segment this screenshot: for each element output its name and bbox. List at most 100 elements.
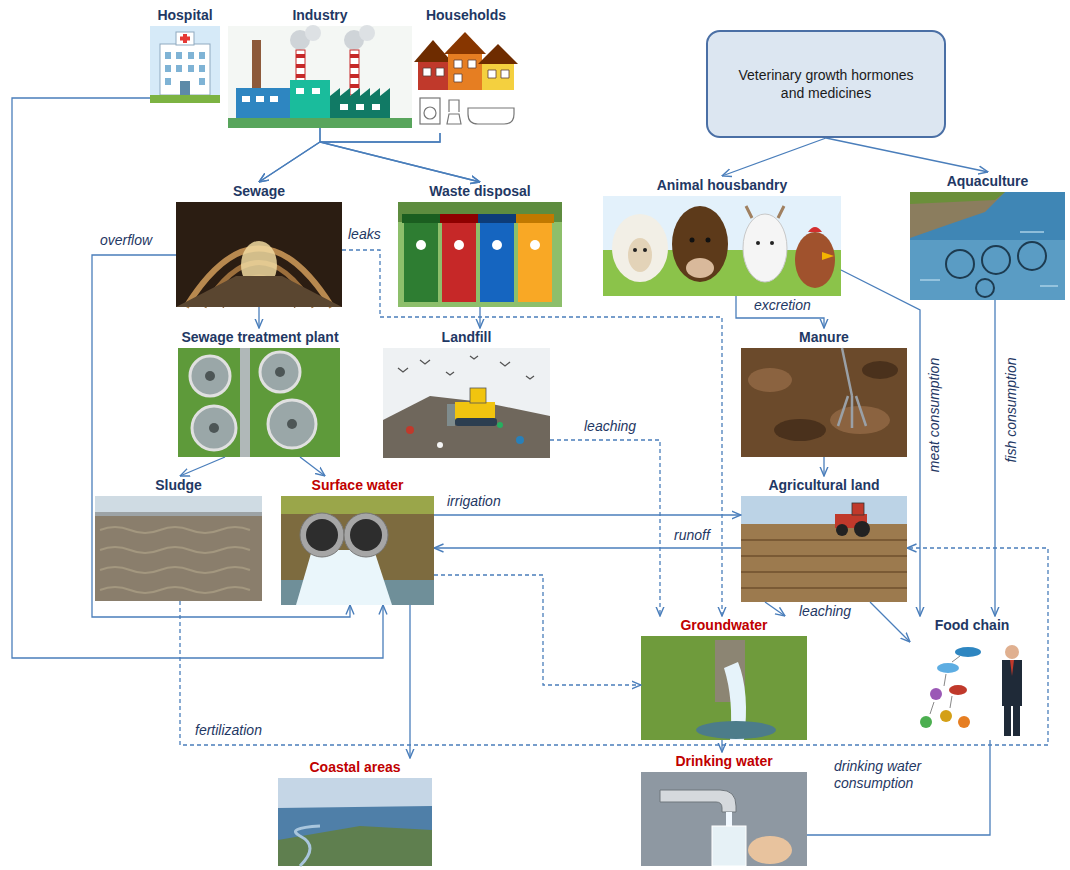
hospital-picture-part bbox=[180, 81, 190, 95]
livestock-picture-part bbox=[612, 214, 668, 282]
food-chain-picture-part bbox=[1002, 660, 1022, 706]
field-picture-part bbox=[741, 496, 907, 524]
industry-picture-part bbox=[228, 118, 412, 128]
industry-picture-part bbox=[236, 88, 296, 120]
coast-picture-part bbox=[278, 778, 432, 866]
food-chain-picture-part bbox=[1004, 706, 1011, 736]
pathway-picture: Landfill bbox=[383, 328, 550, 458]
livestock-picture-part bbox=[633, 248, 637, 252]
node-title: Waste disposal bbox=[427, 182, 532, 200]
flow-label: leaching bbox=[582, 418, 638, 435]
field-picture-part bbox=[741, 540, 907, 588]
pathway-picture: Sewage treatment plant bbox=[160, 328, 360, 457]
waste-bins-picture-part bbox=[492, 240, 502, 250]
receptor-picture: Food chain bbox=[910, 616, 1034, 740]
treatment-plant-picture-part bbox=[178, 348, 340, 457]
hospital-picture-part bbox=[150, 95, 220, 103]
landfill-picture-part bbox=[470, 388, 486, 403]
aquaculture-picture bbox=[910, 192, 1065, 300]
pathway-picture: Aquaculture bbox=[910, 172, 1065, 300]
waste-bins-picture-part bbox=[454, 240, 464, 250]
node-title: Landfill bbox=[440, 328, 494, 346]
landfill-picture-part bbox=[406, 426, 414, 434]
node-title: Coastal areas bbox=[307, 758, 402, 776]
node-title: Veterinary growth hormones and medicines bbox=[732, 66, 920, 102]
outfall-picture-part bbox=[344, 513, 388, 557]
dashed-flow-arrow bbox=[180, 548, 1048, 745]
landfill-picture-part bbox=[398, 356, 534, 379]
node-title: Manure bbox=[797, 328, 851, 346]
waste-bins-picture-part bbox=[530, 240, 540, 250]
field-picture-part bbox=[836, 524, 848, 536]
node-title: Households bbox=[424, 6, 508, 24]
flow-arrow bbox=[12, 98, 383, 658]
flow-label: leaks bbox=[346, 226, 383, 243]
flow-label: runoff bbox=[672, 527, 712, 544]
waste-bins-picture-part bbox=[398, 202, 562, 222]
node-title: Hospital bbox=[155, 6, 214, 24]
livestock-picture-part bbox=[603, 196, 841, 296]
aquaculture-picture-part bbox=[910, 240, 1065, 300]
dashed-flow-arrow bbox=[434, 575, 641, 685]
waste-bins-picture-part bbox=[478, 214, 516, 223]
livestock-picture-part bbox=[770, 241, 774, 245]
households-picture-part bbox=[444, 32, 486, 54]
flow-arrow bbox=[434, 514, 741, 515]
waste-bins-picture-part bbox=[480, 222, 514, 302]
flow-arrow bbox=[180, 457, 225, 476]
landfill-picture-part bbox=[437, 442, 443, 448]
sludge-picture-part bbox=[100, 527, 250, 593]
industry-picture-part bbox=[228, 26, 412, 128]
flow-arrow bbox=[479, 307, 480, 328]
flow-arrow bbox=[721, 740, 722, 752]
manure-picture-part bbox=[741, 348, 907, 457]
source-picture: Hospital bbox=[150, 6, 220, 103]
coast-picture-part bbox=[296, 826, 321, 866]
node-title: Agricultural land bbox=[766, 476, 881, 494]
hospital-picture bbox=[150, 26, 220, 103]
tap-picture-part bbox=[641, 772, 807, 866]
sludge-picture-part bbox=[95, 496, 262, 514]
households-picture-part bbox=[424, 107, 436, 119]
tap-picture-part bbox=[660, 790, 736, 812]
node-title: Groundwater bbox=[678, 616, 769, 634]
treatment-plant-picture-part bbox=[268, 400, 316, 448]
flow-arrow bbox=[736, 296, 824, 328]
waste-bins-picture-part bbox=[516, 214, 554, 223]
sewage-picture-part bbox=[176, 276, 342, 307]
flow-arrow bbox=[320, 128, 480, 182]
aquaculture-picture-part bbox=[946, 250, 974, 278]
livestock-picture-part bbox=[743, 214, 787, 282]
flow-label: overflow bbox=[98, 232, 154, 249]
manure-picture-part bbox=[862, 361, 898, 379]
households-picture-part bbox=[420, 98, 440, 124]
food-chain-picture-part bbox=[1005, 645, 1019, 659]
industry-picture-part bbox=[350, 50, 359, 95]
landfill-picture-part bbox=[383, 348, 550, 458]
flow-label: drinking water consumption bbox=[832, 758, 956, 792]
outfall-picture-part bbox=[296, 550, 392, 605]
hospital-picture-part bbox=[176, 32, 194, 45]
outfall-picture-part bbox=[281, 496, 434, 605]
aquaculture-picture-part bbox=[1018, 242, 1046, 270]
tap-picture-part bbox=[748, 836, 792, 864]
aquaculture-picture-part bbox=[910, 192, 1005, 204]
aquaculture-picture-part bbox=[982, 246, 1010, 274]
treatment-plant-picture-part bbox=[240, 348, 250, 457]
food-chain-picture-part bbox=[930, 688, 942, 700]
sludge-picture-part bbox=[95, 512, 262, 516]
households-picture-part bbox=[478, 44, 518, 64]
livestock-picture bbox=[603, 196, 841, 296]
pathway-picture: Agricultural land bbox=[741, 476, 907, 602]
waste-bins-picture-part bbox=[518, 222, 552, 302]
node-title: Sewage bbox=[231, 182, 287, 200]
flow-arrow bbox=[259, 128, 320, 182]
field-picture bbox=[741, 496, 907, 602]
flow-arrow bbox=[807, 740, 990, 835]
treatment-plant-picture-part bbox=[190, 356, 230, 396]
flow-label: fish consumption bbox=[1003, 355, 1020, 464]
flow-arrow bbox=[320, 133, 480, 182]
households-picture bbox=[414, 32, 518, 124]
hospital-picture-part bbox=[150, 26, 220, 103]
outfall-picture-part bbox=[281, 496, 434, 514]
